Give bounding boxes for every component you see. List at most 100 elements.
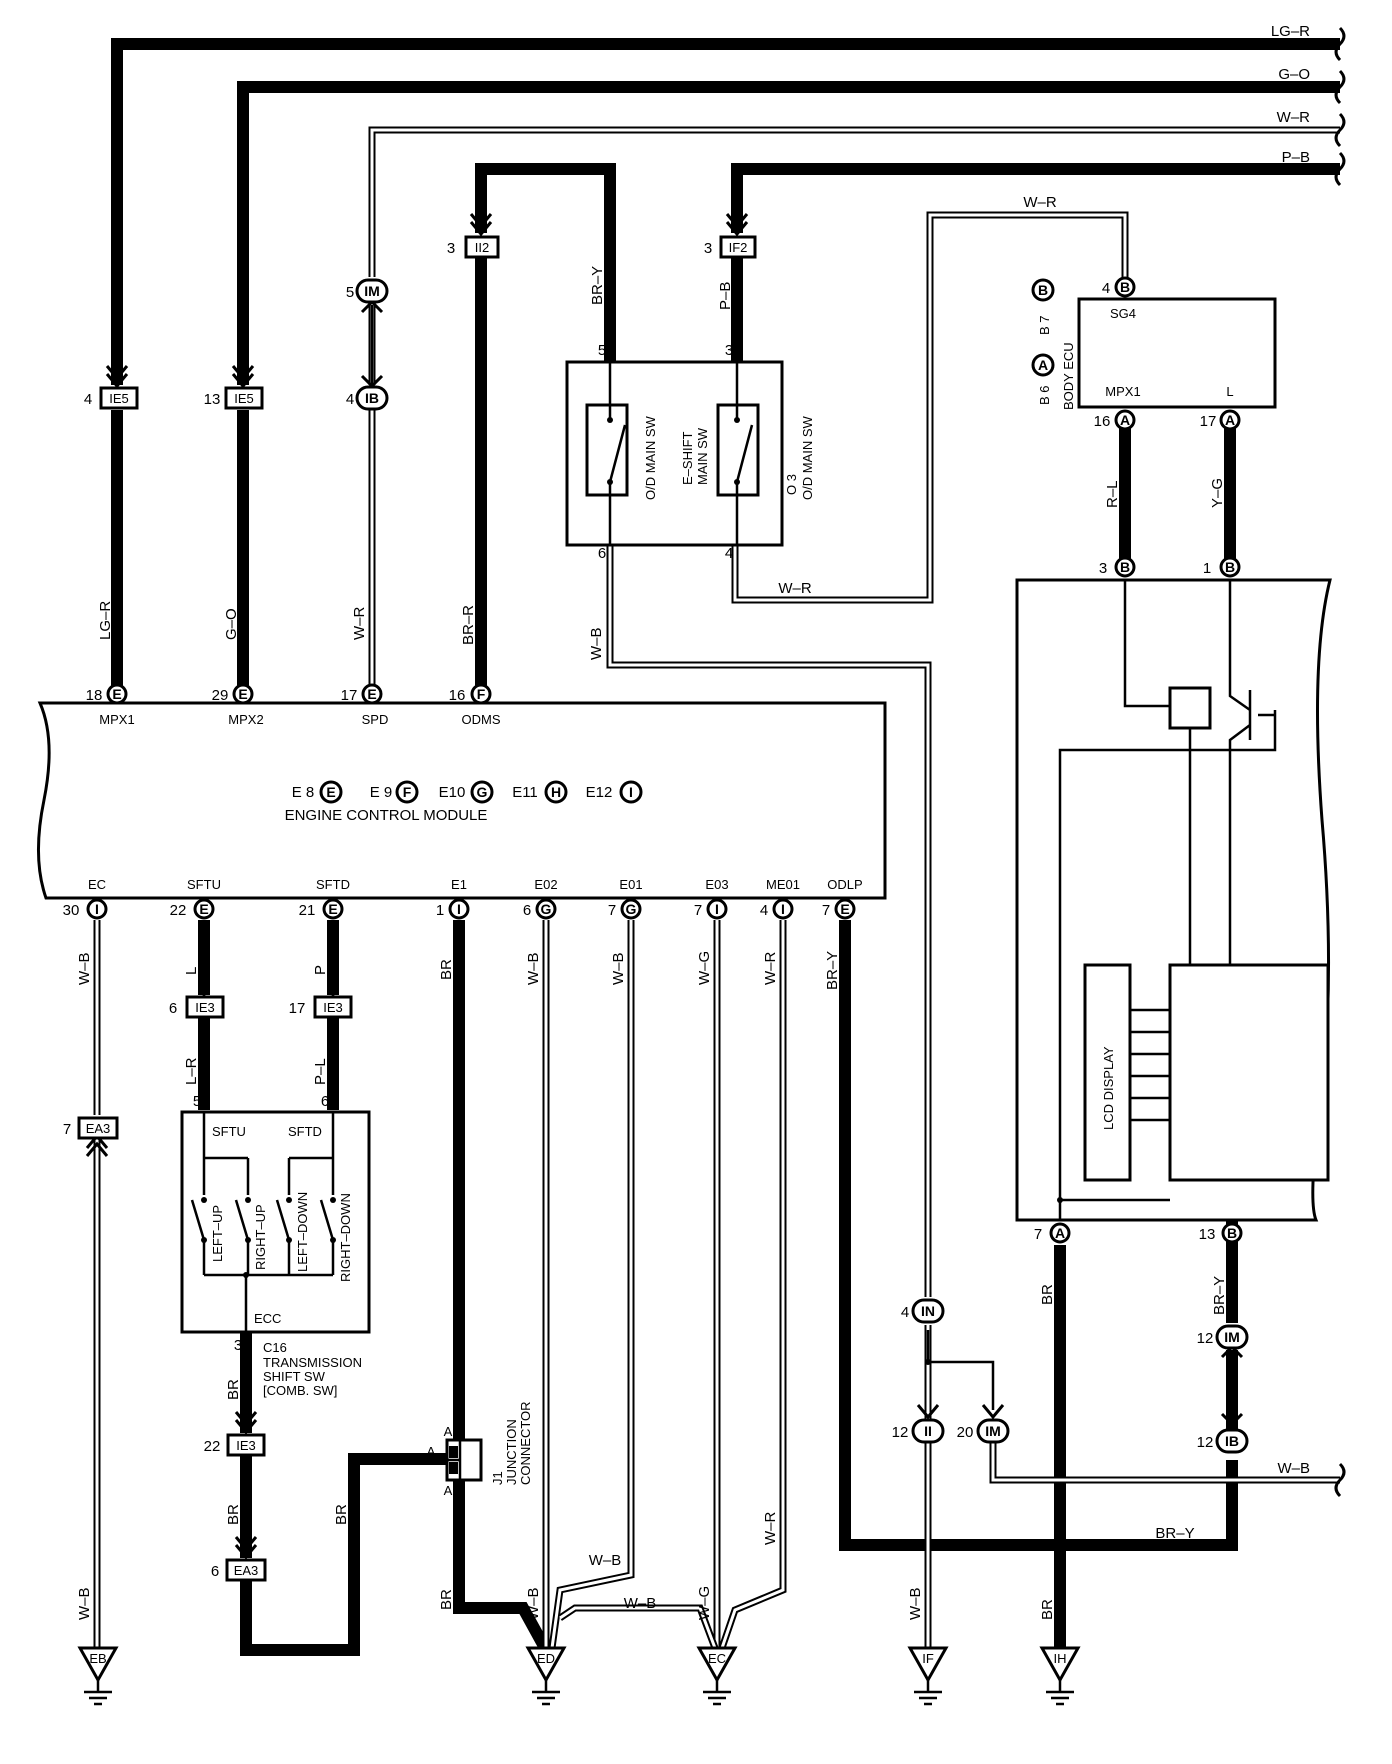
transmission-shift-switch: 5 6 SFTU SFTD LEFT–UP RIGHT–UP LEFT–DOWN… [180, 1093, 371, 1398]
pin-number: 3 [447, 240, 455, 257]
wire-label-br-y: BR–Y [589, 266, 606, 305]
wire-label-br-ih2: BR [1039, 1599, 1056, 1620]
svg-text:L: L [1226, 384, 1233, 399]
svg-text:EC: EC [88, 877, 106, 892]
c16-name-3: [COMB. SW] [263, 1383, 337, 1398]
svg-text:29: 29 [212, 687, 229, 704]
connector-im-meter [1215, 1324, 1249, 1350]
connector-in [911, 1298, 945, 1324]
svg-text:E11: E11 [512, 784, 538, 801]
svg-text:E02: E02 [534, 877, 557, 892]
svg-text:17: 17 [341, 687, 358, 704]
svg-text:SFTU: SFTU [212, 1124, 246, 1139]
connector-ie3-b [313, 995, 353, 1019]
break-marks [1334, 26, 1346, 1498]
svg-text:E01: E01 [619, 877, 642, 892]
ground-ed: ED [525, 1646, 567, 1706]
svg-text:E: E [328, 901, 337, 917]
ground-ih: IH [1039, 1646, 1081, 1706]
svg-text:1: 1 [1203, 560, 1211, 577]
svg-text:IF: IF [922, 1651, 934, 1666]
wire-label-g-o: G–O [1278, 66, 1310, 83]
connector-label: IF2 [729, 240, 748, 255]
svg-text:A: A [1120, 412, 1130, 428]
connector-ea3-a [77, 1116, 119, 1140]
connector-label: IE5 [109, 391, 129, 406]
svg-text:B: B [1225, 559, 1235, 575]
svg-text:I: I [457, 901, 461, 917]
svg-text:20: 20 [957, 1424, 974, 1441]
wire-label-w-b-e02: W–B [525, 952, 542, 985]
svg-text:5: 5 [193, 1093, 201, 1110]
sw-left-up: LEFT–UP [210, 1205, 225, 1262]
pin-number: 22 [204, 1438, 221, 1455]
svg-text:7: 7 [608, 902, 616, 919]
connector-if2 [719, 235, 757, 259]
svg-text:A: A [444, 1424, 453, 1439]
svg-text:17: 17 [1200, 413, 1217, 430]
connector-ie5-a [99, 386, 139, 410]
svg-text:E: E [840, 901, 849, 917]
wire-label-br-j1: BR [333, 1504, 350, 1525]
svg-text:IM: IM [1224, 1329, 1240, 1345]
wire-label-p: P [312, 965, 329, 975]
connector-ie5-b [224, 386, 264, 410]
od-sw-label: O/D MAIN SW [643, 415, 658, 500]
svg-text:5: 5 [598, 342, 606, 359]
sw-right-up: RIGHT–UP [253, 1204, 268, 1270]
c16-name-1: TRANSMISSION [263, 1355, 362, 1370]
body-ecu-conn-a: B 6 [1037, 385, 1052, 405]
connector-ea3-b [225, 1558, 267, 1582]
svg-text:B: B [1120, 559, 1130, 575]
svg-text:12: 12 [1197, 1434, 1214, 1451]
wire-label-br-c16: BR [225, 1379, 242, 1400]
svg-text:E 8: E 8 [292, 784, 315, 801]
od-main-switch: 5 3 6 4 O/D MAIN SW E–SHIFT MAIN SW O 3 … [565, 342, 815, 562]
svg-text:16: 16 [449, 687, 466, 704]
j1-name-1: JUNCTION [504, 1419, 519, 1485]
svg-text:4: 4 [760, 902, 768, 919]
svg-text:IM: IM [364, 283, 380, 299]
ground-ec: EC [696, 1646, 738, 1706]
svg-text:4: 4 [901, 1304, 909, 1321]
svg-text:ED: ED [537, 1651, 555, 1666]
svg-text:18: 18 [86, 687, 103, 704]
sw-right-down: RIGHT–DOWN [338, 1193, 353, 1282]
svg-text:ECC: ECC [254, 1311, 281, 1326]
svg-text:EB: EB [89, 1651, 106, 1666]
pin-number: 3 [704, 240, 712, 257]
svg-text:II: II [924, 1423, 932, 1439]
svg-text:6: 6 [321, 1093, 329, 1110]
svg-text:I: I [95, 901, 99, 917]
svg-text:SFTU: SFTU [187, 877, 221, 892]
svg-text:B: B [1120, 279, 1130, 295]
connector-ie3-c [226, 1433, 266, 1457]
ecm-terminal-mpx2: MPX2 [228, 712, 263, 727]
wire-label-w-b-ec2: W–B [624, 1595, 657, 1612]
svg-text:E10: E10 [439, 784, 466, 801]
eshift-label-2: MAIN SW [695, 427, 710, 485]
j1-code: J1 [490, 1471, 505, 1485]
wire-label-y-g: Y–G [1209, 478, 1226, 508]
svg-text:4: 4 [1102, 280, 1110, 297]
svg-text:4: 4 [725, 545, 733, 562]
c16-name-2: SHIFT SW [263, 1369, 326, 1384]
connector-im-top [355, 278, 389, 304]
wire-label-l: L [183, 967, 200, 975]
junction-connector: A A A J1 JUNCTION CONNECTOR [427, 1401, 533, 1498]
svg-text:G: G [541, 901, 552, 917]
svg-text:7: 7 [694, 902, 702, 919]
connector-label: II2 [475, 240, 489, 255]
svg-text:30: 30 [63, 902, 80, 919]
svg-text:H: H [551, 784, 561, 800]
svg-text:IB: IB [365, 390, 379, 406]
wire-label-br-e1: BR [438, 959, 455, 980]
svg-text:E: E [199, 901, 208, 917]
wire-label-w-r: W–R [1277, 109, 1311, 126]
wire-label-w-b-e01: W–B [610, 952, 627, 985]
connector-ii2 [464, 235, 500, 259]
ground-if: IF [907, 1646, 949, 1706]
svg-text:3: 3 [234, 1337, 242, 1354]
connector-label: EA3 [234, 1563, 259, 1578]
